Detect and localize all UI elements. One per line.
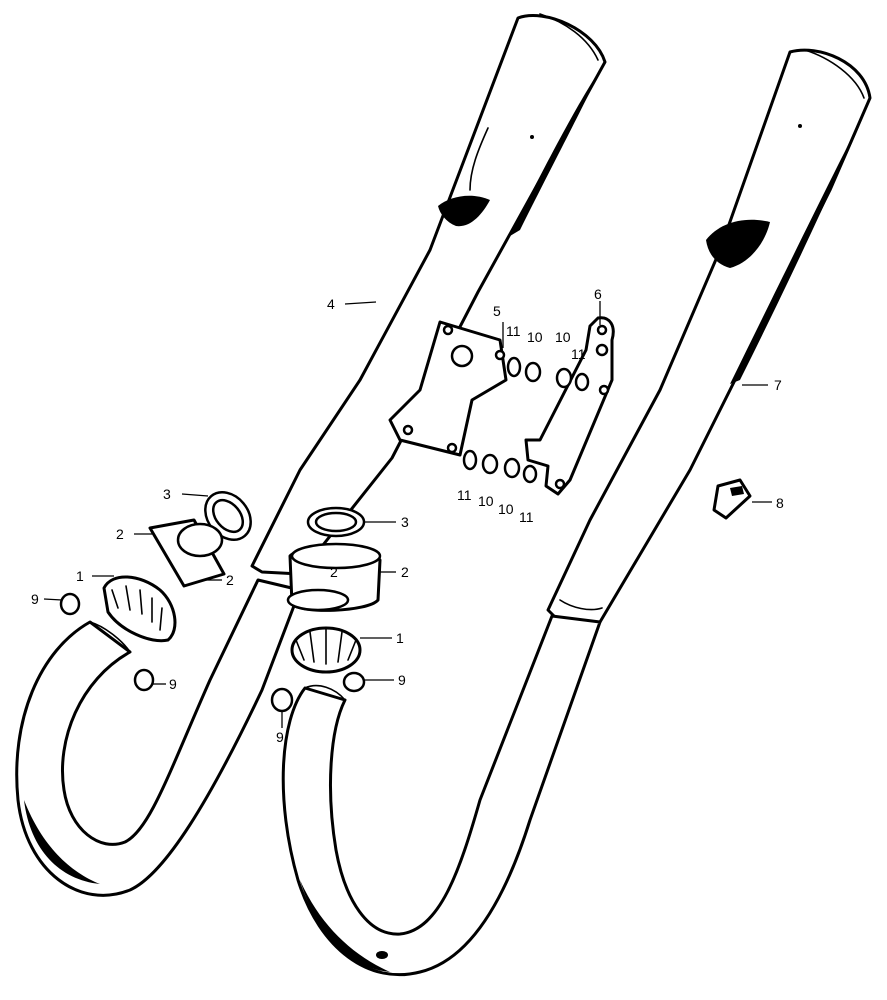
callout-3-right: 3: [401, 514, 409, 530]
bracket-plate: [524, 316, 615, 496]
callout-10-top-left: 10: [527, 329, 543, 345]
callout-9-center: 9: [276, 729, 284, 745]
callout-2-center: 2: [330, 564, 338, 580]
washers-and-nuts: [462, 356, 590, 484]
callout-8: 8: [776, 495, 784, 511]
callout-2-left-top: 2: [116, 526, 124, 542]
right-muffler: [546, 48, 872, 624]
callout-9-far-left: 9: [31, 591, 39, 607]
callout-3-left: 3: [163, 486, 171, 502]
callout-2-left-bottom: 2: [226, 572, 234, 588]
left-exhaust-pipe: [15, 578, 302, 897]
leader-lines: [43, 301, 772, 728]
small-nuts: [59, 592, 366, 713]
callout-9-right: 9: [398, 672, 406, 688]
right-exhaust-pipe: [281, 614, 602, 977]
callout-10-bottom-left: 10: [478, 493, 494, 509]
callout-11-bottom-right: 11: [519, 509, 534, 525]
callout-9-left: 9: [169, 676, 177, 692]
mounting-bracket: [388, 320, 508, 457]
clip-part: [712, 478, 752, 520]
joint-nuts: [102, 575, 362, 674]
collars: [148, 518, 382, 612]
callout-10-bottom-right: 10: [498, 501, 514, 517]
callout-11-top-right: 11: [571, 346, 586, 362]
callout-10-top-right: 10: [555, 329, 571, 345]
callout-1-left: 1: [76, 568, 84, 584]
callout-1-right: 1: [396, 630, 404, 646]
callout-5: 5: [493, 303, 501, 319]
gaskets: [204, 491, 366, 541]
left-muffler: [250, 13, 607, 576]
callout-2-right: 2: [401, 564, 409, 580]
callout-11-top-left: 11: [506, 323, 521, 339]
callout-4: 4: [327, 296, 335, 312]
callout-6: 6: [594, 286, 602, 302]
callout-11-bottom-left: 11: [457, 487, 472, 503]
callouts: 4 5 6 7 8 11 10 10 11 11 10 10 11 3 3 2 …: [31, 286, 784, 745]
callout-7: 7: [774, 377, 782, 393]
